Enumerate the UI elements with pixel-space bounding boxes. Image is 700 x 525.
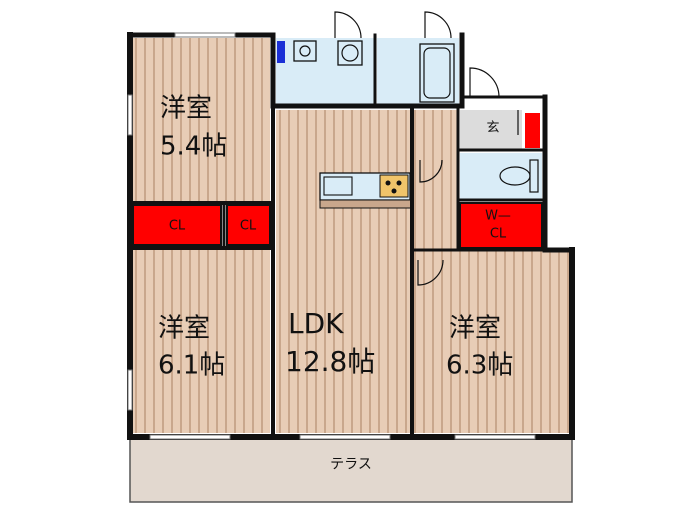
room-western-1-size: 5.4帖: [160, 131, 227, 161]
walk-in-closet: [459, 202, 543, 249]
toilet-floor: [460, 153, 542, 200]
walk-in-closet-label-1: W—: [485, 209, 511, 224]
room-western-3-size: 6.3帖: [446, 350, 513, 380]
room-western-2-size: 6.1帖: [158, 350, 225, 380]
door-swings: [334, 11, 519, 286]
shoe-storage: [525, 113, 540, 148]
bathroom-floor: [377, 38, 459, 106]
room-western-2-floor: [133, 250, 270, 433]
entrance-floor: [460, 110, 522, 150]
windows: [127, 32, 536, 440]
washing-machine-icon: [337, 40, 363, 66]
entrance-label: 玄: [486, 121, 499, 136]
kitchen-counter: [319, 172, 413, 209]
closet-left-label: CL: [169, 219, 186, 234]
terrace-area: [129, 436, 573, 503]
walk-in-closet-label-2: CL: [490, 227, 507, 242]
room-western-1-floor: [133, 38, 270, 203]
toilet-icon: [499, 159, 539, 193]
room-western-3-floor: [414, 250, 569, 433]
hallway-floor: [414, 110, 458, 250]
room-western-2-name: 洋室: [158, 313, 210, 343]
room-western-3-name: 洋室: [449, 313, 501, 343]
ldk-name: LDK: [288, 307, 344, 340]
ldk-size: 12.8帖: [285, 345, 375, 378]
closet-right-label: CL: [240, 219, 257, 234]
storage-blue: [277, 41, 285, 63]
room-western-1-name: 洋室: [160, 93, 212, 123]
terrace-label: テラス: [330, 457, 372, 473]
ldk-floor: [276, 110, 412, 433]
washroom-floor: [276, 38, 374, 106]
bathtub-icon: [419, 43, 455, 103]
washbasin-icon: [293, 40, 317, 62]
closet-left: [132, 204, 222, 246]
